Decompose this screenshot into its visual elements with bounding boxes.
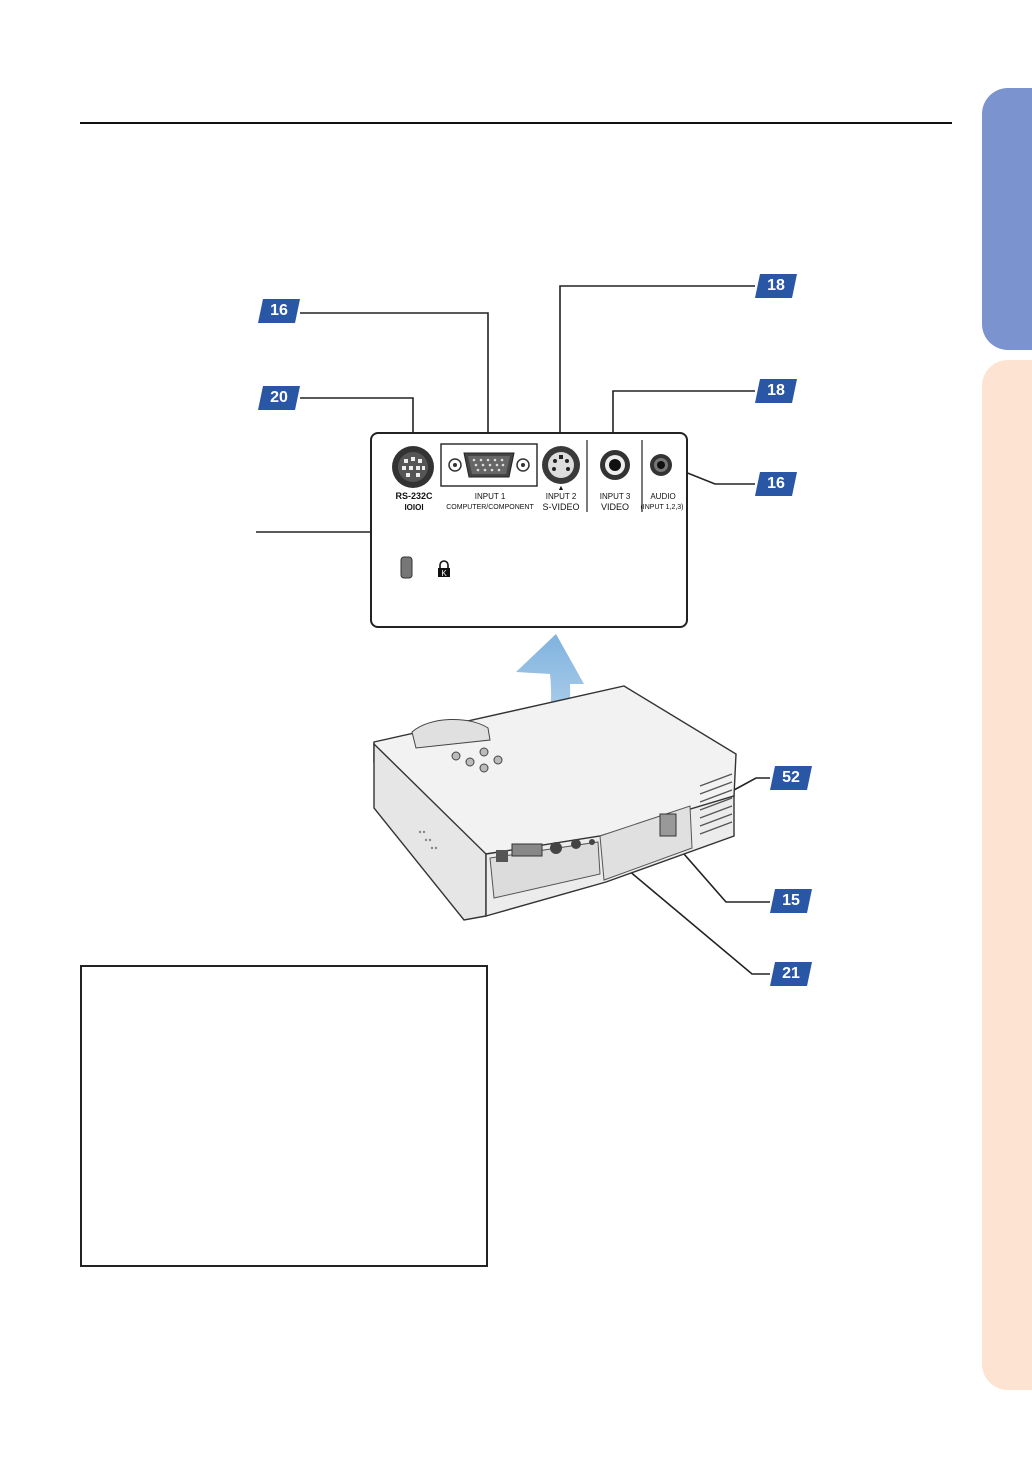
page-ref-badge-svideo[interactable]: 18: [755, 274, 797, 298]
header-rule: [80, 122, 952, 124]
page-ref-badge-power[interactable]: 15: [770, 889, 812, 913]
projector-illustration: [373, 685, 737, 921]
page-ref-badge-video[interactable]: 18: [755, 379, 797, 403]
input3-sub-label: VIDEO: [600, 502, 629, 512]
side-tab-inactive[interactable]: [982, 360, 1032, 1390]
audio-label: AUDIO: [650, 492, 676, 501]
input1-vga-port-icon: [448, 452, 530, 478]
page-ref-badge-bottom[interactable]: 21: [770, 962, 812, 986]
input3-video-port-icon: [600, 450, 630, 480]
input1-sub-label: COMPUTER/COMPONENT: [446, 504, 534, 511]
page-ref-badge-input1[interactable]: 16: [258, 299, 300, 323]
side-tab-active[interactable]: [982, 88, 1032, 350]
page-ref-badge-vent[interactable]: 52: [770, 766, 812, 790]
svg-text:K: K: [441, 569, 447, 578]
audio-jack-icon: [650, 454, 672, 476]
input3-label: INPUT 3: [599, 492, 631, 501]
rs232c-port-icon: [392, 446, 434, 488]
input2-label: INPUT 2: [545, 492, 577, 501]
input2-marker-icon: ▲: [557, 485, 565, 492]
note-box: [80, 965, 488, 1267]
audio-sub-label: (INPUT 1,2,3): [640, 504, 684, 511]
input1-label: INPUT 1: [474, 492, 506, 501]
rs232c-symbol: IOIOI: [404, 503, 424, 512]
rear-terminal-panel: RS-232C IOIOI INPUT 1 COMPUTER/COMPONENT…: [370, 432, 688, 628]
kensington-lock-icon: K: [438, 560, 450, 578]
input3-frame: [586, 440, 643, 512]
input2-svideo-port-icon: [542, 446, 580, 484]
page-ref-badge-audio[interactable]: 16: [755, 472, 797, 496]
rs232c-label: RS-232C: [395, 491, 433, 501]
kensington-slot-icon: [400, 556, 413, 579]
input1-frame: [440, 443, 538, 487]
page-ref-badge-rs232c[interactable]: 20: [258, 386, 300, 410]
input2-sub-label: S-VIDEO: [542, 502, 580, 512]
